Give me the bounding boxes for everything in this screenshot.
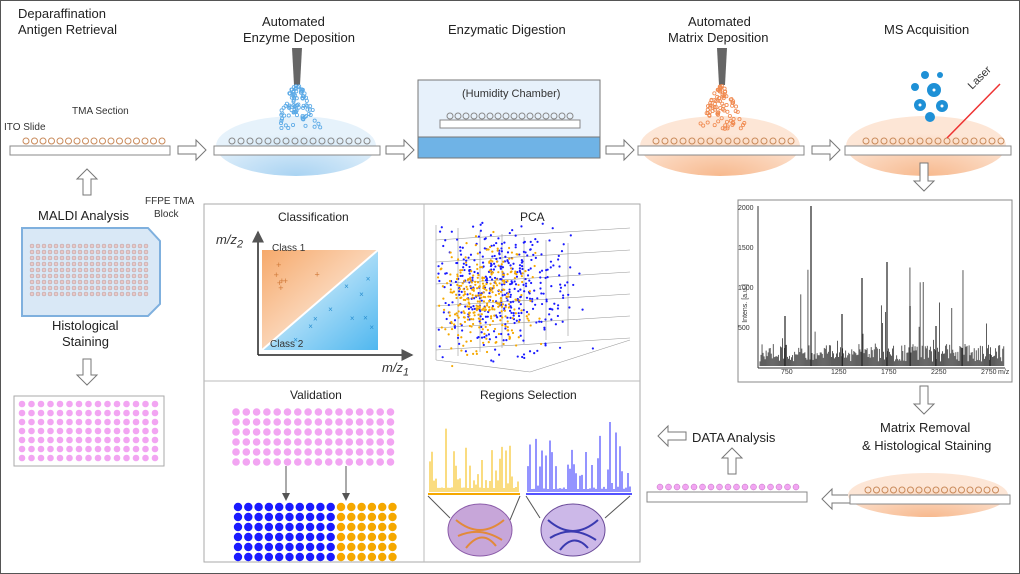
svg-text:×: × <box>328 305 333 314</box>
step-deparaffination-l2: Antigen Retrieval <box>18 22 117 37</box>
panel-validation-title: Validation <box>290 388 342 402</box>
stage-1-slide <box>9 137 171 156</box>
step-digestion: Enzymatic Digestion <box>448 22 566 37</box>
stage-2-slide <box>213 48 381 176</box>
panel-classification-title: Classification <box>278 210 349 224</box>
svg-text:+: + <box>278 283 283 293</box>
step-maldi: MALDI Analysis <box>38 208 130 223</box>
class2-label: Class 2 <box>270 339 304 350</box>
svg-text:×: × <box>366 274 371 283</box>
ion-cluster-icon <box>911 71 948 122</box>
validation-plot <box>232 408 397 562</box>
spectrum-x-tick: 2250 <box>931 369 947 376</box>
analysis-slide <box>646 483 808 503</box>
mz1-label: m/z1 <box>382 360 409 379</box>
spectrum-x-tick: 2750 <box>981 369 997 376</box>
step-deparaffination-l1: Deparaffination <box>18 6 106 21</box>
svg-text:×: × <box>350 314 355 323</box>
mz2-label: m/z2 <box>216 232 243 251</box>
step-enzyme-l2: Enzyme Deposition <box>243 30 355 45</box>
step-removal-l2: & Histological Staining <box>862 438 992 453</box>
spectrum-x-tick: 1250 <box>831 369 847 376</box>
spectrum-x-unit: m/z <box>998 369 1010 376</box>
svg-text:+: + <box>276 260 281 270</box>
svg-text:×: × <box>369 323 374 332</box>
svg-text:+: + <box>314 269 319 279</box>
svg-text:×: × <box>293 336 298 345</box>
svg-text:×: × <box>308 322 313 331</box>
panel-pca-title: PCA <box>520 210 545 224</box>
spectrum-x-tick: 750 <box>781 369 793 376</box>
ffpe-label-l1: FFPE TMA <box>145 196 195 207</box>
ffpe-block <box>21 227 161 317</box>
nozzle-icon <box>717 48 727 85</box>
removal-slide <box>848 473 1011 517</box>
stage-3-chamber <box>417 79 601 159</box>
spectrum-y-tick: 500 <box>738 325 750 332</box>
svg-text:×: × <box>313 315 318 324</box>
class1-label: Class 1 <box>272 243 306 254</box>
mass-spectrum <box>737 199 1013 383</box>
stage-4-slide <box>637 48 805 176</box>
svg-text:+: + <box>279 276 284 286</box>
stage-5-slide <box>844 71 1012 176</box>
step-enzyme-l1: Automated <box>262 14 325 29</box>
step-removal-l1: Matrix Removal <box>880 420 971 435</box>
ffpe-label-l2: Block <box>154 209 179 220</box>
svg-text:+: + <box>283 276 288 286</box>
step-matrix-l1: Automated <box>688 14 751 29</box>
svg-text:+: + <box>274 270 279 280</box>
step-ms: MS Acquisition <box>884 22 970 37</box>
spectrum-x-tick: 1750 <box>881 369 897 376</box>
spectrum-y-tick: 1500 <box>738 245 754 252</box>
svg-text:+: + <box>277 278 282 288</box>
svg-text:×: × <box>359 290 364 299</box>
step-histo-l1: Histological <box>52 318 119 333</box>
spectrum-y-tick: 1000 <box>738 285 754 292</box>
classification-plot: +++++++ ×××××××××× <box>252 230 414 361</box>
spectrum-y-label: Intens. [a.u.] <box>741 284 749 323</box>
laser-beam <box>946 83 1001 139</box>
analysis-panel-box <box>203 203 641 563</box>
flow-arrows <box>75 138 936 511</box>
step-data-analysis: DATA Analysis <box>692 430 776 445</box>
spectrum-y-tick: 2000 <box>738 205 754 212</box>
tma-section-label: TMA Section <box>72 106 129 117</box>
regions-plot <box>427 422 632 557</box>
step-histo-l2: Staining <box>62 334 109 349</box>
pca-plot <box>435 221 631 373</box>
humidity-chamber-label: (Humidity Chamber) <box>462 88 561 100</box>
panel-regions-title: Regions Selection <box>480 388 577 402</box>
svg-text:×: × <box>363 314 368 323</box>
svg-text:×: × <box>344 282 349 291</box>
ito-slide-label: ITO Slide <box>4 122 46 133</box>
histology-slide <box>13 395 165 467</box>
step-matrix-l2: Matrix Deposition <box>668 30 769 45</box>
nozzle-icon <box>292 48 302 85</box>
